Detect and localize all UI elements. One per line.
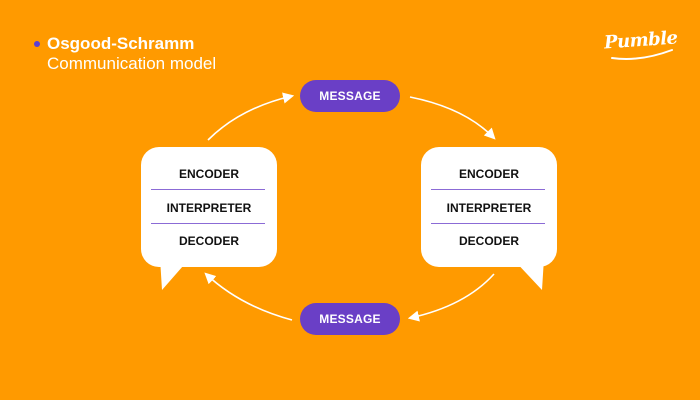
bullet-dot <box>34 41 40 47</box>
message-pill-bottom: MESSAGE <box>300 303 400 335</box>
page-title: Osgood-Schramm <box>47 34 195 53</box>
message-pill-top: MESSAGE <box>300 80 400 112</box>
divider <box>431 223 545 224</box>
divider <box>151 223 265 224</box>
decoder-label: DECODER <box>178 234 239 248</box>
encoder-label: ENCODER <box>458 167 519 181</box>
participant-card-left: ENCODER INTERPRETER DECODER <box>141 147 277 267</box>
arrow-left-to-top-message <box>207 92 295 141</box>
interpreter-label: INTERPRETER <box>166 201 252 215</box>
title-line: Osgood-Schramm <box>34 34 216 54</box>
arrow-bottom-message-to-left <box>204 272 293 321</box>
divider <box>431 189 545 190</box>
title-block: Osgood-Schramm Communication model <box>34 34 216 74</box>
arrow-right-to-bottom-message <box>407 273 495 322</box>
encoder-label: ENCODER <box>178 167 239 181</box>
logo-swoosh <box>611 49 673 60</box>
page-subtitle: Communication model <box>47 54 217 73</box>
interpreter-label: INTERPRETER <box>446 201 532 215</box>
pumble-logo: Pumble <box>603 27 678 64</box>
divider <box>151 189 265 190</box>
arrow-top-message-to-right <box>409 96 496 140</box>
participant-card-right: ENCODER INTERPRETER DECODER <box>421 147 557 267</box>
decoder-label: DECODER <box>458 234 519 248</box>
